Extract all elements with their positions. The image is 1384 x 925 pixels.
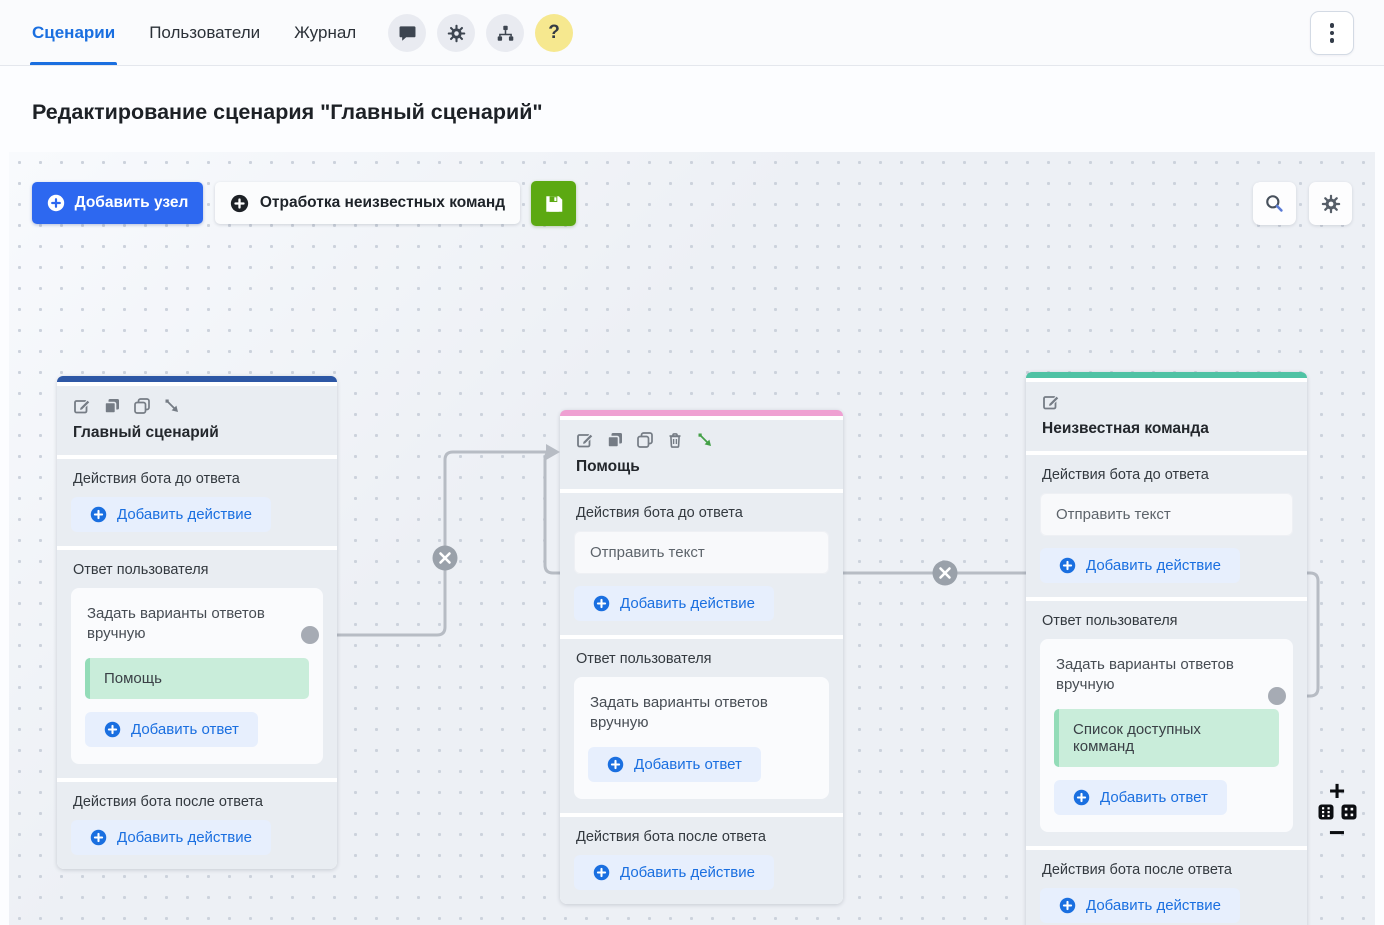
plus-circle-icon	[47, 194, 64, 212]
grid-icon[interactable]	[1341, 804, 1357, 820]
section-actions-before: Действия бота до ответа Добавить действи…	[57, 459, 337, 546]
add-response-button[interactable]: Добавить ответ	[85, 711, 258, 747]
node-accent-bar	[560, 410, 843, 416]
section-actions-before: Действия бота до ответа Отправить текст …	[560, 493, 843, 635]
connector-arrow-icon[interactable]	[163, 397, 181, 415]
response-group: Задать варианты ответов вручную Добавить…	[574, 677, 829, 799]
copy-icon[interactable]	[133, 397, 151, 415]
response-group: Задать варианты ответов вручную Помощь Д…	[71, 588, 323, 764]
more-menu-button[interactable]	[1310, 11, 1354, 55]
plus-circle-icon	[104, 721, 121, 737]
add-action-button[interactable]: Добавить действие	[1040, 887, 1240, 923]
page-title: Редактирование сценария "Главный сценари…	[32, 100, 543, 124]
zoom-in-icon: +	[1328, 775, 1346, 806]
nav-icon-buttons: ?	[388, 14, 573, 52]
canvas-settings-button[interactable]	[1309, 182, 1352, 225]
node-accent-bar	[1026, 372, 1307, 378]
duplicate-icon[interactable]	[103, 397, 121, 415]
duplicate-icon[interactable]	[606, 431, 624, 449]
response-chip[interactable]: Список доступных комманд	[1054, 708, 1279, 767]
connection-unknown-to-help	[543, 450, 1320, 698]
node-header: Помощь	[560, 420, 843, 489]
node-header: Неизвестная команда	[1026, 382, 1307, 451]
add-action-button[interactable]: Добавить действие	[71, 819, 271, 855]
flow-canvas[interactable]: Добавить узел Отработка неизвестных кома…	[9, 152, 1375, 925]
plus-circle-icon	[90, 506, 107, 523]
nav-tabs: Сценарии Пользователи Журнал	[30, 0, 358, 65]
edit-icon[interactable]	[576, 431, 594, 449]
section-user-response: Ответ пользователя Задать варианты ответ…	[57, 550, 337, 778]
add-node-button[interactable]: Добавить узел	[32, 182, 203, 224]
settings-button[interactable]	[437, 14, 475, 52]
plus-circle-icon	[1059, 557, 1076, 574]
chat-icon	[399, 25, 415, 41]
add-response-button[interactable]: Добавить ответ	[1054, 779, 1227, 815]
plus-circle-icon	[1059, 897, 1076, 913]
plus-circle-icon	[230, 194, 249, 212]
delete-connection-button[interactable]	[932, 560, 958, 586]
add-action-button[interactable]: Добавить действие	[1040, 548, 1240, 583]
add-action-button[interactable]: Добавить действие	[574, 586, 774, 621]
plus-circle-icon	[90, 829, 107, 845]
section-actions-before: Действия бота до ответа Отправить текст …	[1026, 455, 1307, 597]
connection-main-to-help	[310, 450, 547, 637]
help-button[interactable]: ?	[535, 14, 573, 52]
add-action-button[interactable]: Добавить действие	[574, 854, 774, 890]
node-accent-bar	[57, 376, 337, 382]
edit-icon[interactable]	[73, 397, 91, 415]
gear-icon	[1321, 194, 1340, 213]
connector-arrow-icon[interactable]	[696, 431, 714, 449]
top-nav: Сценарии Пользователи Журнал ?	[0, 0, 1384, 66]
node-help[interactable]: Помощь Действия бота до ответа Отправить…	[560, 410, 843, 904]
add-action-button[interactable]: Добавить действие	[71, 497, 271, 532]
plus-circle-icon	[593, 595, 610, 612]
tab-scenarios[interactable]: Сценарии	[30, 0, 118, 65]
node-title: Главный сценарий	[73, 424, 219, 441]
chat-button[interactable]	[388, 14, 426, 52]
tab-journal[interactable]: Журнал	[294, 22, 357, 42]
node-header: Главный сценарий	[57, 386, 337, 455]
edit-icon[interactable]	[1042, 393, 1060, 411]
node-title: Неизвестная команда	[1042, 420, 1209, 437]
sitemap-button[interactable]	[486, 14, 524, 52]
search-icon	[1266, 195, 1283, 212]
zoom-out-icon: −	[1328, 817, 1346, 848]
section-actions-after: Действия бота после ответа Добавить дейс…	[560, 816, 843, 904]
node-main-scenario[interactable]: Главный сценарий Действия бота до ответа…	[57, 376, 337, 869]
connections-layer	[310, 450, 1320, 698]
save-button[interactable]	[531, 181, 576, 226]
tab-users[interactable]: Пользователи	[149, 22, 261, 42]
node-title: Помощь	[576, 458, 640, 475]
node-unknown-command[interactable]: Неизвестная команда Действия бота до отв…	[1026, 372, 1307, 925]
delete-connection-button[interactable]	[432, 545, 458, 571]
help-icon: ?	[548, 22, 560, 43]
section-actions-after: Действия бота после ответа Добавить дейс…	[57, 781, 337, 869]
action-item[interactable]: Отправить текст	[1040, 493, 1293, 536]
unknown-commands-button[interactable]: Отработка неизвестных команд	[215, 182, 520, 224]
more-vertical-icon	[1329, 23, 1335, 28]
trash-icon[interactable]	[666, 431, 684, 449]
response-chip[interactable]: Помощь	[85, 657, 309, 699]
section-actions-after: Действия бота после ответа Добавить дейс…	[1026, 849, 1307, 925]
zoom-out-button[interactable]: −	[1329, 819, 1345, 847]
copy-icon[interactable]	[636, 431, 654, 449]
plus-circle-icon	[607, 756, 624, 772]
gear-icon	[447, 24, 465, 42]
response-group: Задать варианты ответов вручную Список д…	[1040, 639, 1293, 832]
zoom-in-button[interactable]: +	[1329, 777, 1345, 805]
section-user-response: Ответ пользователя Задать варианты ответ…	[1026, 601, 1307, 846]
canvas-search-button[interactable]	[1253, 182, 1296, 225]
grid-icon[interactable]	[1318, 804, 1334, 820]
plus-circle-icon	[1073, 789, 1090, 805]
sitemap-icon	[497, 25, 513, 41]
plus-circle-icon	[593, 864, 610, 880]
add-response-button[interactable]: Добавить ответ	[588, 746, 761, 782]
canvas-zoom-controls: + −	[1311, 777, 1363, 847]
section-user-response: Ответ пользователя Задать варианты ответ…	[560, 639, 843, 813]
save-icon	[545, 195, 562, 212]
action-item[interactable]: Отправить текст	[574, 531, 829, 574]
